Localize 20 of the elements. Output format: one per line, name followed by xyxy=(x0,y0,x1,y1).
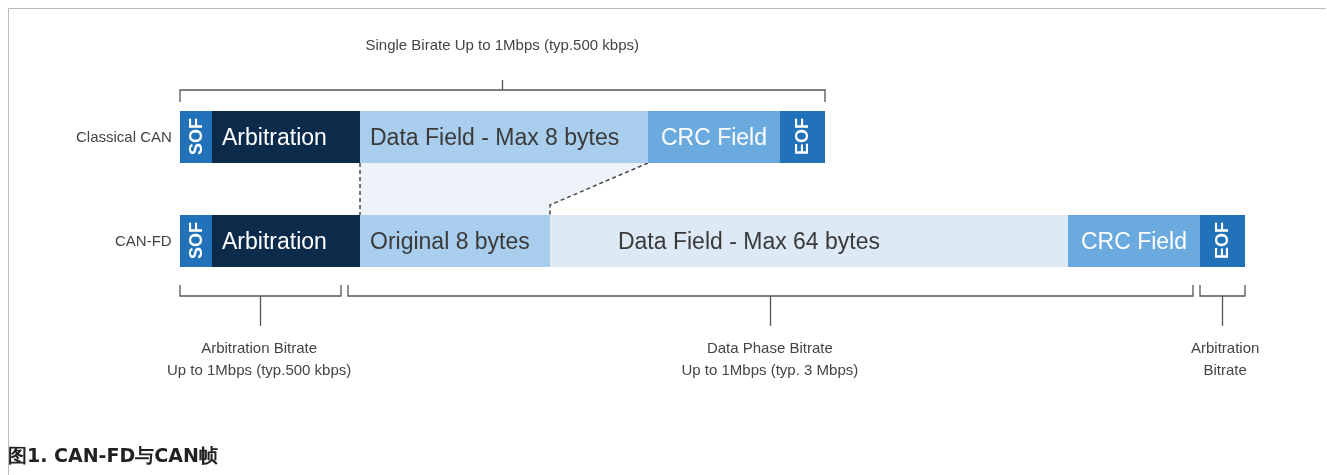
bitrate-label: Arbitration Bitrate xyxy=(1191,338,1260,380)
frame-field: SOF xyxy=(180,215,212,267)
bitrate-label: Arbitration Bitrate Up to 1Mbps (typ.500 kbps) xyxy=(167,338,352,380)
frame-field: Data Field - Max 64 bytes xyxy=(550,215,1068,267)
frame-field: Original 8 bytes xyxy=(360,215,550,267)
frame-field: CRC Field xyxy=(648,111,780,163)
frame-field: SOF xyxy=(180,111,212,163)
frame-field: Data Field - Max 8 bytes xyxy=(360,111,648,163)
row-label: Classical CAN xyxy=(76,127,172,147)
bracket-label: Single Birate Up to 1Mbps (typ.500 kbps) xyxy=(365,35,639,55)
frame-field: EOF xyxy=(780,111,825,163)
frame-field: Arbitration xyxy=(212,111,360,163)
bitrate-label: Data Phase Bitrate Up to 1Mbps (typ. 3 Mbps) xyxy=(681,338,859,380)
frame-field: CRC Field xyxy=(1068,215,1200,267)
frame-field: EOF xyxy=(1200,215,1245,267)
connector-line xyxy=(359,162,361,216)
connector-line xyxy=(549,162,649,216)
figure-caption: 图1. CAN-FD与CAN帧 xyxy=(8,443,218,468)
row-label: CAN-FD xyxy=(115,231,172,251)
frame-field: Arbitration xyxy=(212,215,360,267)
